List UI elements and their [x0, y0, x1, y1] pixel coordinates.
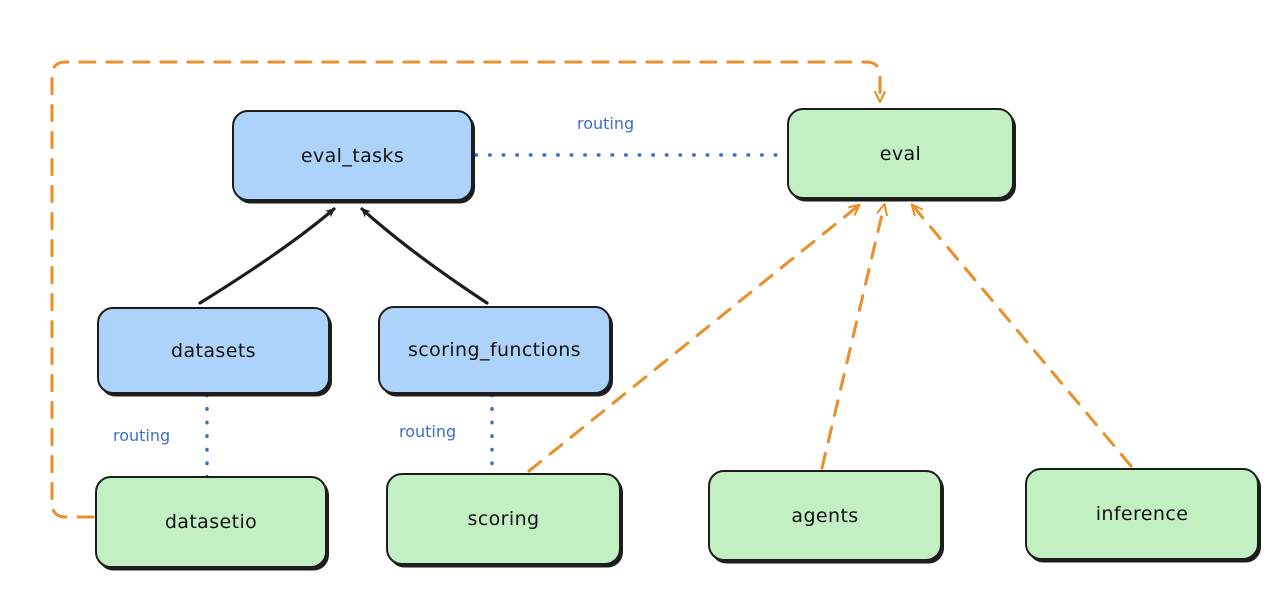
edge-agents-to-eval: [820, 206, 884, 470]
node-datasetio[interactable]: datasetio: [95, 476, 327, 568]
edge-datasetio-to-eval: [50, 60, 880, 519]
edge-inference-to-eval: [913, 206, 1133, 468]
node-scoring[interactable]: scoring: [386, 473, 621, 565]
node-label: datasets: [171, 339, 256, 362]
edge-label-routing-scoring: routing: [399, 422, 457, 441]
node-label: eval_tasks: [300, 144, 405, 167]
node-datasets[interactable]: datasets: [97, 307, 330, 394]
node-label: scoring: [467, 508, 540, 530]
node-label: inference: [1095, 503, 1189, 525]
edge-datasets-to-eval-tasks: [198, 207, 336, 305]
node-eval[interactable]: eval: [787, 108, 1014, 199]
edge-label-routing-eval-tasks: routing: [577, 114, 635, 133]
edge-label-routing-datasets: routing: [113, 426, 171, 445]
edge-scoring-to-eval: [527, 206, 858, 473]
node-label: datasetio: [164, 511, 258, 533]
node-label: scoring_functions: [408, 339, 581, 361]
edge-scoring-functions-to-eval-tasks: [360, 207, 489, 305]
node-agents[interactable]: agents: [708, 470, 942, 561]
node-label: eval: [879, 142, 922, 165]
node-inference[interactable]: inference: [1025, 468, 1259, 560]
node-eval-tasks[interactable]: eval_tasks: [232, 110, 473, 201]
node-scoring-functions[interactable]: scoring_functions: [378, 306, 611, 394]
node-label: agents: [791, 504, 859, 527]
